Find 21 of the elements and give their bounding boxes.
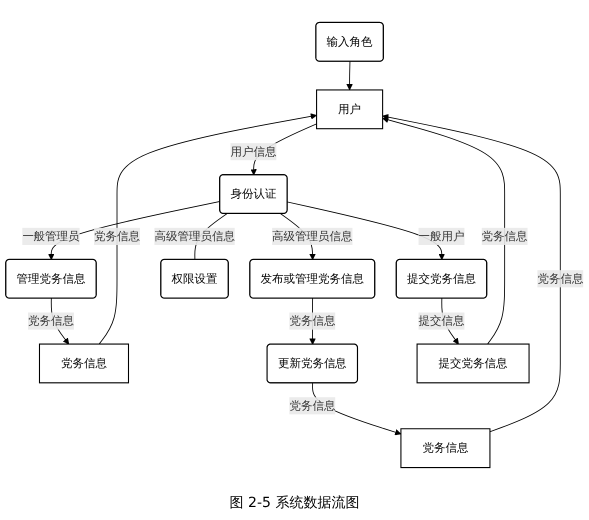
arrow (48, 201, 220, 260)
edge-label: 用户信息 (230, 144, 276, 158)
node-box: 党务信息 (400, 428, 490, 468)
edge-label: 提交信息 (418, 314, 464, 328)
arrow (287, 202, 445, 260)
edge-label: 高级管理员信息 (272, 229, 352, 243)
node-box: 用户 (316, 89, 384, 130)
node-box: 提交党务信息 (416, 344, 530, 384)
edge-label: 党务信息 (289, 314, 336, 328)
figure-caption: 图 2-5 系统数据流图 (230, 494, 360, 513)
edge-label: 一般管理员 (22, 229, 80, 243)
edge-label: 党务信息 (537, 272, 584, 286)
edge-label: 高级管理员信息 (154, 229, 235, 243)
edge-label: 一般用户 (418, 229, 464, 243)
edge-label: 党务信息 (289, 398, 336, 412)
arrow (346, 61, 353, 90)
edge-label: 党务信息 (28, 314, 74, 328)
arrow (382, 114, 561, 432)
edge-label: 党务信息 (94, 229, 140, 243)
edge-label: 党务信息 (482, 229, 528, 243)
node-box: 党务信息 (38, 344, 130, 384)
